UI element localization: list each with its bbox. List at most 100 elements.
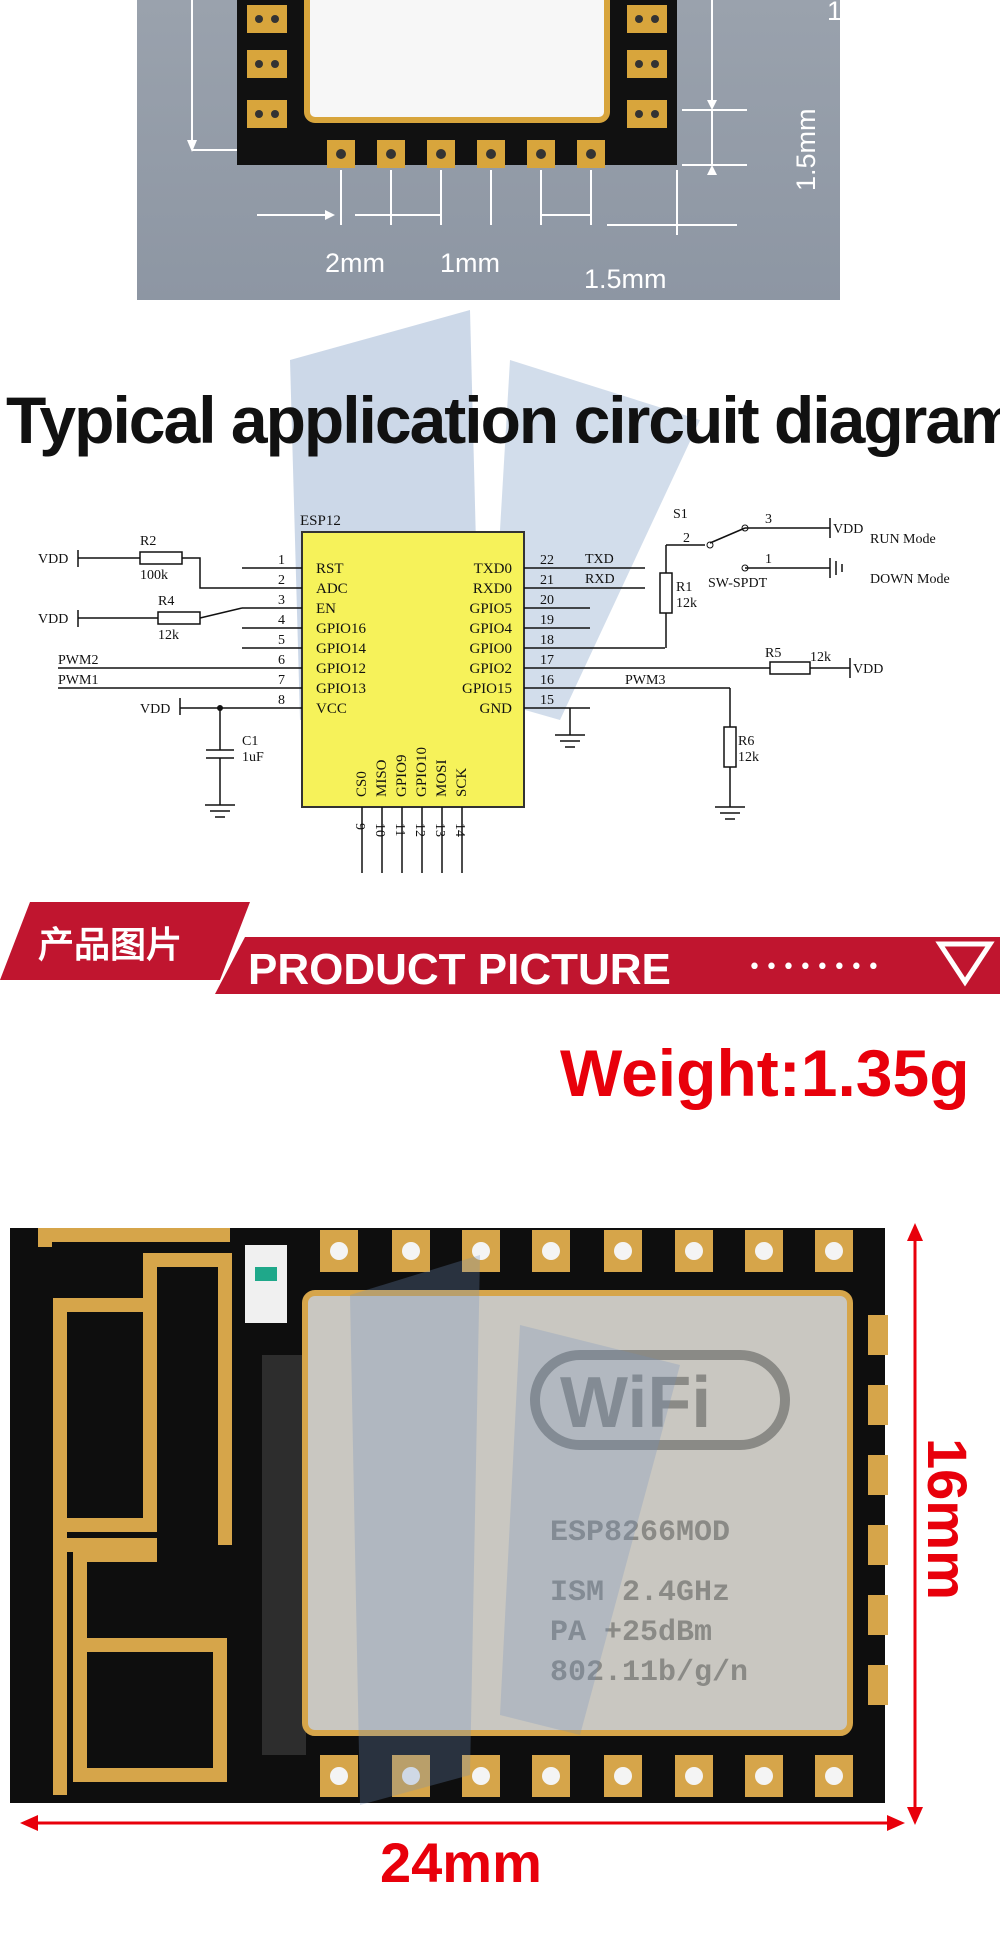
c1-label: C1 [242, 734, 258, 749]
switch-type: SW-SPDT [708, 576, 768, 591]
pin-num: 4 [278, 613, 285, 628]
module-spec-line3: 802.11b/g/n [550, 1656, 748, 1690]
net-pwm2: PWM2 [58, 653, 98, 668]
pin-num: 1 [278, 553, 285, 568]
bottom-pads [327, 140, 605, 168]
pin-name: GPIO0 [469, 641, 512, 657]
r4-value: 12k [158, 628, 179, 643]
pin-name: GPIO2 [469, 661, 512, 677]
wifi-brand: WiFi [560, 1363, 711, 1443]
r1-label: R1 [676, 580, 692, 595]
down-triangle-icon [935, 941, 995, 987]
module-spec-line1: ISM 2.4GHz [550, 1576, 730, 1610]
flash-strip [262, 1355, 306, 1755]
dimension-drawing [187, 0, 747, 235]
net-vdd: VDD [38, 612, 68, 627]
pin-num: 6 [278, 653, 285, 668]
net-txd: TXD [585, 552, 614, 567]
pin-name: GPIO4 [469, 621, 512, 637]
switch-label: S1 [673, 507, 688, 522]
switch-pin: 1 [765, 552, 772, 567]
pad-pitch-label: 1mm [440, 248, 500, 278]
net-vdd: VDD [833, 522, 863, 537]
pin-num: 19 [540, 613, 554, 628]
module-width-label: 24mm [380, 1831, 542, 1894]
pin-num: 11 [392, 823, 407, 836]
circuit-schematic: ESP12 1 2 3 4 5 6 7 8 RST ADC EN GPIO16 … [38, 507, 950, 873]
pin-name: EN [316, 601, 336, 617]
right-circuit-wires [555, 518, 851, 820]
module-photo: WiFi ESP8266MOD ISM 2.4GHz PA +25dBm 802… [10, 1223, 923, 1831]
banner-english-title: PRODUCT PICTURE [248, 945, 671, 994]
pin-num: 13 [432, 823, 447, 837]
top-dimension-label: 1 [827, 0, 840, 26]
pin-name: ADC [316, 581, 348, 597]
pin-name: GPIO9 [394, 754, 410, 797]
chip-name: ESP12 [300, 513, 341, 529]
pin-num: 8 [278, 693, 285, 708]
pin-num: 9 [352, 823, 367, 830]
pin-name: GPIO12 [316, 661, 366, 677]
pin-num: 22 [540, 553, 554, 568]
right-pin-lines [524, 567, 770, 709]
pin-name: GPIO5 [469, 601, 512, 617]
shield-can [302, 1290, 853, 1736]
wifi-logo [530, 1350, 790, 1450]
section-headline: Typical application circuit diagram [6, 383, 1000, 457]
switch-pin: 2 [683, 531, 690, 546]
esp12-chip [301, 531, 525, 808]
banner-chinese-tab [0, 902, 250, 980]
switch-pin: 3 [765, 512, 772, 527]
pin-name: TXD0 [474, 561, 512, 577]
net-vdd: VDD [140, 702, 170, 717]
pin-name: GPIO15 [462, 681, 512, 697]
pin-num: 15 [540, 693, 554, 708]
right-pads [868, 1315, 888, 1705]
net-vdd: VDD [853, 662, 883, 677]
module-spec-line2: PA +25dBm [550, 1616, 712, 1650]
banner-dots: •••••••• [748, 955, 884, 980]
pin-name: RST [316, 561, 344, 577]
status-led [245, 1245, 287, 1323]
pin-num: 5 [278, 633, 285, 648]
pin-name: MOSI [434, 759, 450, 797]
pin-name: MISO [374, 759, 390, 797]
bottom-edge-label: 1.5mm [584, 264, 667, 294]
pin-name: CS0 [354, 771, 370, 797]
pin-name: GPIO10 [414, 747, 430, 797]
left-pin-lines [242, 567, 302, 709]
net-pwm3: PWM3 [625, 673, 665, 688]
module-height-label: 16mm [916, 1438, 979, 1600]
right-pads [627, 5, 667, 128]
run-mode-label: RUN Mode [870, 532, 936, 547]
banner-strip [215, 937, 1000, 994]
r5-label: R5 [765, 646, 781, 661]
pin-name: RXD0 [473, 581, 512, 597]
pin-num: 14 [452, 823, 467, 837]
down-mode-label: DOWN Mode [870, 572, 950, 587]
pin-name: GPIO13 [316, 681, 366, 697]
pin-name: VCC [316, 701, 347, 717]
pin-num: 21 [540, 573, 554, 588]
r6-value: 12k [738, 750, 759, 765]
pin-num: 7 [278, 673, 285, 688]
left-circuit-wires [58, 550, 243, 818]
pad-width-label: 2mm [325, 248, 385, 278]
weight-label: Weight:1.35g [560, 1036, 970, 1110]
pin-num: 10 [372, 823, 387, 837]
r6-label: R6 [738, 734, 754, 749]
r5-value: 12k [810, 650, 831, 665]
pin-num: 12 [412, 823, 427, 837]
banner-chinese-title: 产品图片 [38, 925, 182, 966]
pin-num: 17 [540, 653, 554, 668]
left-pads [247, 5, 287, 128]
dimension-photo: 2mm 1mm 1.5mm 1.5mm 1 [137, 0, 840, 300]
bottom-pin-lines [361, 807, 463, 873]
pin-name: GPIO14 [316, 641, 367, 657]
pin-num: 2 [278, 573, 285, 588]
module-model: ESP8266MOD [550, 1516, 730, 1550]
pin-name: GND [480, 701, 513, 717]
pin-num: 3 [278, 593, 285, 608]
pin-name: GPIO16 [316, 621, 367, 637]
r4-label: R4 [158, 594, 174, 609]
